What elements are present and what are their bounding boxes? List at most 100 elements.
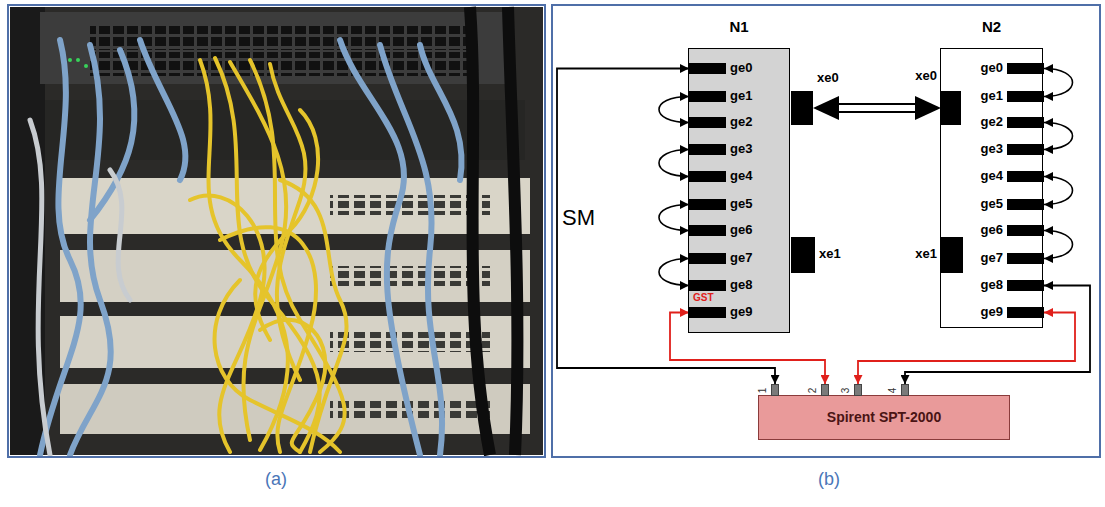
port-label: ge7 (730, 251, 752, 265)
link-shaft (836, 104, 918, 112)
rack-photo-part (10, 7, 543, 455)
test-cable (557, 69, 775, 385)
loopback-cable (1044, 123, 1073, 150)
port-bar: xe0 (791, 91, 813, 125)
cable-label: GST (693, 292, 714, 303)
rack-photo-part (420, 45, 462, 180)
link-arrow (1044, 69, 1073, 97)
rack-photo-part (470, 7, 490, 455)
loopback-cable (1044, 231, 1073, 259)
port-label: ge6 (981, 223, 1003, 237)
rack-photo-part (380, 45, 442, 455)
port-label: ge0 (730, 61, 752, 75)
rack-photo-part (190, 196, 265, 452)
link-arrow (1044, 231, 1073, 259)
port-bar: ge1 (689, 91, 726, 102)
link-arrow (659, 205, 689, 231)
loopback-cable (659, 97, 689, 123)
tester-box: Spirent SPT-20001234 (758, 395, 1010, 440)
port-bar: ge4 (689, 171, 726, 182)
port-bar: ge0 (689, 63, 726, 74)
port-bar: ge0 (1007, 63, 1044, 74)
rack-photo-part (255, 110, 318, 340)
link-arrow (813, 96, 941, 120)
port-bar: ge6 (689, 225, 726, 236)
port-bar: xe0 (941, 91, 961, 125)
port-bar: ge1 (1007, 91, 1044, 102)
port-label: ge6 (730, 223, 752, 237)
arrow-head (915, 96, 941, 120)
port-number: 1 (757, 388, 768, 394)
port-number: 2 (807, 388, 818, 394)
rack-photo-part (30, 120, 50, 455)
port-label: ge0 (981, 61, 1003, 75)
rack-photo-part (140, 40, 185, 180)
port-bar: xe1 (941, 237, 963, 273)
rack-photo-part (40, 40, 81, 455)
port-bar: ge6 (1007, 225, 1044, 236)
port-label: ge1 (981, 89, 1003, 103)
rack-photo-part (90, 26, 470, 50)
port-bar: ge3 (1007, 144, 1044, 155)
port-bar: ge9 (689, 307, 726, 318)
port-label: ge9 (730, 305, 752, 319)
rack-photo-part (330, 195, 490, 215)
device-name: Spirent SPT-2000 (827, 410, 941, 425)
port-bar: ge4 (1007, 171, 1044, 182)
port-label: ge4 (981, 169, 1003, 183)
port-bar: ge5 (689, 199, 726, 210)
loopback-cable (659, 205, 689, 231)
port-bar: ge8 (689, 280, 726, 291)
port-label: ge1 (730, 89, 752, 103)
port-bar: ge7 (689, 253, 726, 264)
rack-photo-part (40, 12, 510, 84)
rack-photo-part (68, 58, 72, 62)
port-bar: ge8 (1007, 280, 1044, 291)
rack-photo-part (215, 58, 320, 452)
port-bar: ge9 (1007, 307, 1044, 318)
port-label: xe1 (819, 247, 841, 261)
rack-photo-part (60, 384, 530, 434)
port-label: ge5 (981, 197, 1003, 211)
port-label: ge7 (981, 251, 1003, 265)
port-label: ge3 (981, 142, 1003, 156)
router-name: N1 (689, 19, 789, 36)
port-label: ge3 (730, 142, 752, 156)
rack-photo-part (190, 58, 347, 452)
tester-port: 2 (821, 384, 829, 396)
link-arrow (1044, 177, 1073, 205)
rack-photo-part (90, 50, 134, 220)
port-label: ge8 (981, 278, 1003, 292)
panel-caption: (b) (818, 470, 840, 490)
port-label: ge4 (730, 169, 752, 183)
panel-caption: (a) (265, 470, 287, 490)
router-box: N2ge0ge1ge2ge3ge4ge5ge6ge7ge8ge9xe0xe1 (940, 48, 1043, 328)
port-label: ge8 (730, 278, 752, 292)
loopback-cable (659, 150, 689, 177)
loopback-cable (1044, 69, 1073, 97)
rack-photo-part (84, 64, 88, 68)
port-number: 4 (887, 388, 898, 394)
rack-photo-part (280, 180, 347, 452)
port-label: ge9 (981, 305, 1003, 319)
port-bar: ge2 (689, 117, 726, 128)
rack-photo-part (470, 7, 517, 455)
panel-frames-part (8, 5, 545, 457)
port-bar: ge2 (1007, 117, 1044, 128)
link-arrow (659, 150, 689, 177)
link-arrow (659, 259, 689, 286)
rack-photo-part (60, 316, 530, 368)
rack-photo-part (70, 45, 111, 455)
port-label: xe0 (915, 69, 937, 83)
cable-label: SM (562, 206, 595, 230)
port-bar: ge5 (1007, 199, 1044, 210)
port-bar: xe1 (791, 237, 815, 273)
rack-photo-part (110, 170, 130, 300)
port-number: 3 (840, 388, 851, 394)
port-label: ge5 (730, 197, 752, 211)
port-label: xe1 (915, 247, 937, 261)
arrow-head (813, 96, 839, 120)
loopback-cable (1044, 177, 1073, 205)
router-name: N2 (941, 19, 1042, 36)
